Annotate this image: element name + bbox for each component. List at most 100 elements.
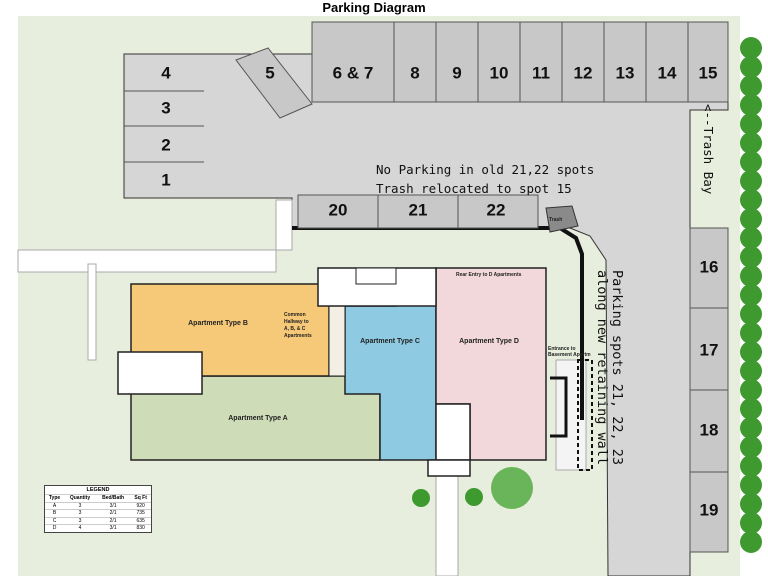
- legend-cell: A: [45, 501, 65, 510]
- legend-cell: 830: [130, 524, 151, 532]
- tree-icon: [465, 488, 483, 506]
- tree-icon: [740, 322, 762, 344]
- common-hallway: [328, 305, 346, 377]
- apartment-type-a-label: Apartment Type A: [228, 415, 288, 422]
- side-porch: [117, 351, 203, 395]
- legend-cell: 3/1: [95, 524, 131, 532]
- common-hallway-label-2: Hallway to: [284, 319, 309, 325]
- tree-icon: [740, 474, 762, 496]
- legend-cell: C: [45, 516, 65, 525]
- front-steps: [427, 459, 471, 477]
- legend-cell: B: [45, 509, 65, 518]
- tree-icon: [740, 170, 762, 192]
- tree-icon: [740, 113, 762, 135]
- note-retaining-wall-line2: along new retaining wall: [594, 270, 610, 466]
- legend-cell: 3: [64, 516, 96, 525]
- note-retaining-wall: Parking spots 21, 22, 23 along new retai…: [594, 270, 625, 466]
- tree-icon: [740, 208, 762, 230]
- tree-icon: [491, 467, 533, 509]
- tree-icon: [740, 265, 762, 287]
- spot-group-right: 16 17 18 19: [689, 227, 729, 553]
- spot-group-middle: 20 21 22: [297, 194, 539, 229]
- spot-label-9: 9: [452, 63, 461, 82]
- legend-cell: D: [45, 524, 65, 532]
- spot-label-1: 1: [161, 170, 170, 189]
- tree-icon: [740, 379, 762, 401]
- legend-cell: 3/1: [95, 501, 131, 510]
- tree-icon: [740, 531, 762, 553]
- note-trash-bay: <--Trash Bay: [701, 104, 716, 195]
- building: Apartment Type B Apartment Type C Apartm…: [117, 267, 591, 477]
- legend-header: Type: [45, 494, 65, 503]
- spot-label-18: 18: [700, 420, 719, 439]
- tree-icon: [740, 341, 762, 363]
- legend-row: A 3 3/1 920: [45, 501, 151, 510]
- tree-icon: [740, 56, 762, 78]
- new-retaining-wall-spots: [577, 359, 593, 471]
- spot-label-5: 5: [265, 63, 274, 82]
- note-no-parking: No Parking in old 21,22 spots: [376, 162, 595, 177]
- spot-label-14: 14: [658, 63, 677, 82]
- tree-icon: [740, 132, 762, 154]
- tree-icon: [740, 189, 762, 211]
- legend-cell: 2/1: [95, 509, 131, 518]
- tree-icon: [740, 303, 762, 325]
- legend-cell: 920: [130, 501, 151, 510]
- spot-label-19: 19: [700, 500, 719, 519]
- basement-entrance-label-1: Entrance to: [548, 346, 576, 352]
- common-hallway-label-1: Common: [284, 312, 306, 318]
- tree-icon: [740, 246, 762, 268]
- spot-label-20: 20: [329, 200, 348, 219]
- trash-box: [545, 205, 579, 233]
- spot-label-21: 21: [409, 200, 428, 219]
- rear-stairs: [355, 267, 397, 285]
- walkway-front: [435, 469, 459, 576]
- tree-icon: [412, 489, 430, 507]
- tree-icon: [740, 151, 762, 173]
- spot-label-12: 12: [574, 63, 593, 82]
- legend-header-row: Type Quantity Bed/Bath Sq Ft: [45, 494, 151, 503]
- walkway-left: [17, 249, 277, 273]
- spot-group-left: 4 3 2 1: [124, 63, 204, 189]
- common-hallway-label-4: Apartments: [284, 333, 312, 339]
- spot-label-8: 8: [410, 63, 419, 82]
- spot-label-15: 15: [699, 63, 718, 82]
- basement-entrance-label-2: Basement Apartm: [548, 352, 591, 358]
- legend-header: Bed/Bath: [95, 494, 131, 503]
- page-title: Parking Diagram: [322, 0, 426, 15]
- spot-label-11: 11: [532, 63, 550, 82]
- tree-icon: [740, 360, 762, 382]
- spot-label-4: 4: [161, 63, 171, 82]
- apartment-type-d-label: Apartment Type D: [459, 338, 519, 345]
- spot-5: [235, 47, 313, 119]
- tree-icon: [740, 455, 762, 477]
- spot-label-2: 2: [161, 135, 170, 154]
- spot-label-10: 10: [490, 63, 509, 82]
- tree-icon: [740, 398, 762, 420]
- note-retaining-wall-line1: Parking spots 21, 22, 23: [609, 270, 625, 466]
- trash-label: Trash: [549, 217, 562, 223]
- legend-cell: 3: [64, 509, 96, 518]
- legend-cell: 3: [64, 501, 96, 510]
- legend-cell: 2/1: [95, 516, 131, 525]
- front-porch: [435, 403, 471, 461]
- spot-label-13: 13: [616, 63, 635, 82]
- apartment-type-c-label: Apartment Type C: [360, 338, 420, 345]
- note-trash-relocated: Trash relocated to spot 15: [376, 181, 572, 196]
- legend-row: B 3 2/1 735: [45, 509, 151, 518]
- spot-label-6-7: 6 & 7: [333, 63, 374, 82]
- legend-row: C 3 2/1 635: [45, 516, 151, 525]
- rear-entry-label: Rear Entry to D Apartments: [456, 272, 522, 278]
- tree-icon: [740, 436, 762, 458]
- tree-icon: [740, 512, 762, 534]
- common-hallway-label-3: A, B, & C: [284, 326, 306, 332]
- basement-rail: [550, 376, 568, 438]
- spot-group-top: 6 & 7 8 9 10 11 12 13 14 15: [311, 21, 729, 103]
- legend-cell: 635: [130, 516, 151, 525]
- tree-icon: [740, 37, 762, 59]
- tree-line: [740, 37, 762, 553]
- tree-icon: [740, 94, 762, 116]
- walkway-stairs: [275, 199, 293, 251]
